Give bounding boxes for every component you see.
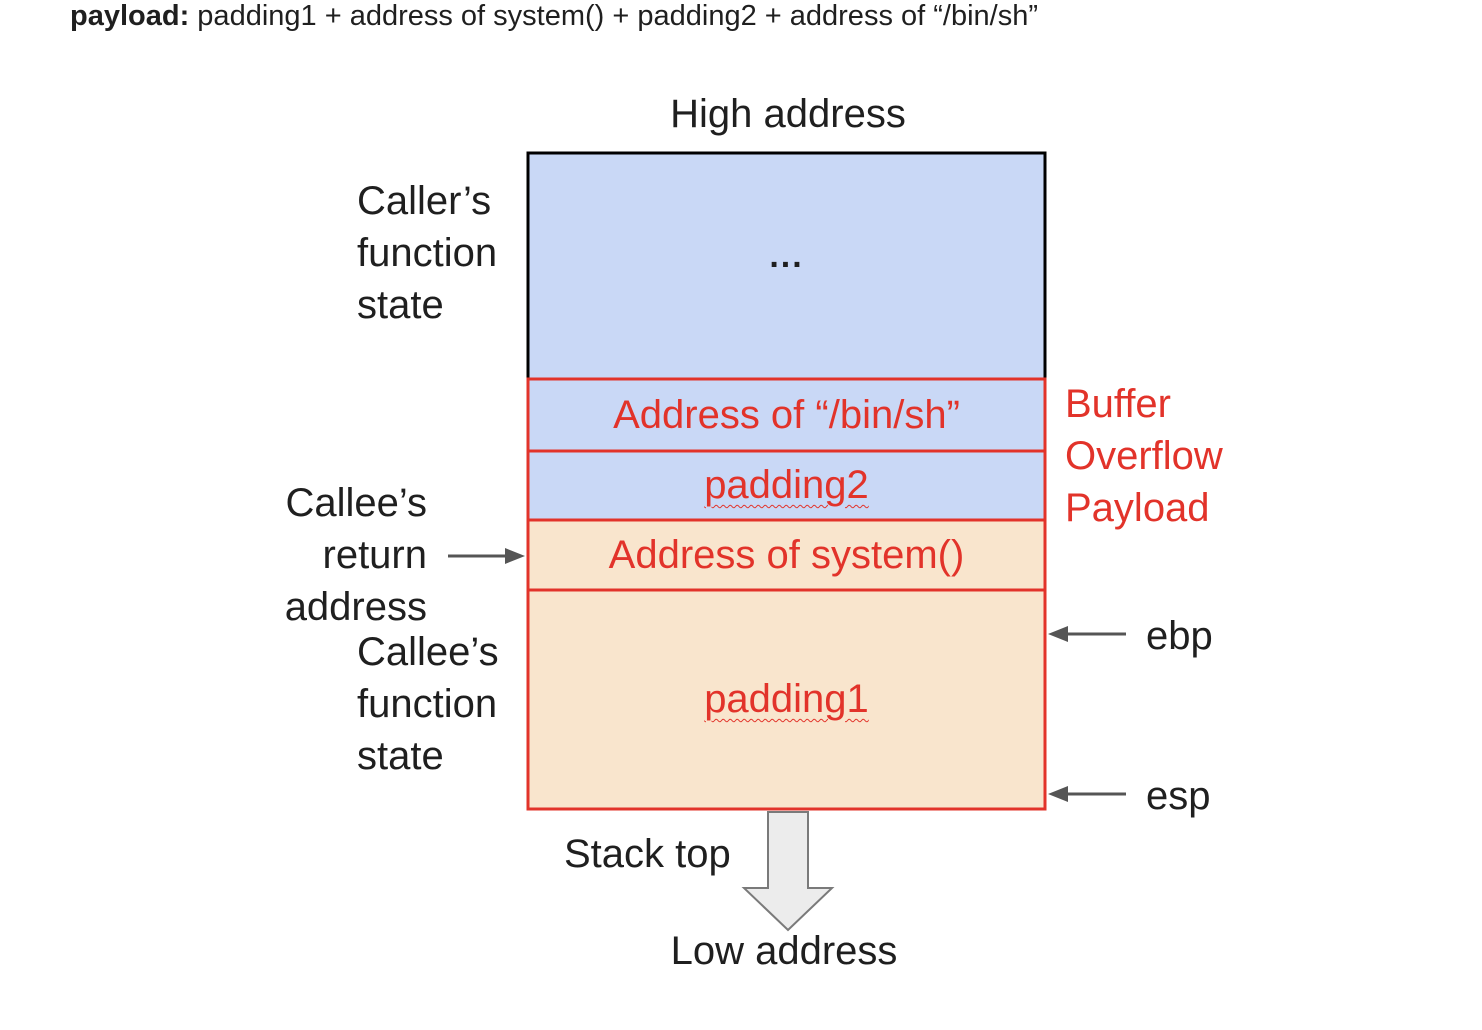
payload-label: payload: xyxy=(70,0,190,32)
low-address-label: Low address xyxy=(670,929,898,973)
ebp-arrow xyxy=(1048,626,1126,642)
payload-description: payload: padding1 + address of system() … xyxy=(70,0,1038,36)
payload-text: padding1 + address of system() + padding… xyxy=(189,0,1038,32)
buffer-overflow-payload-label: Buffer Overflow Payload xyxy=(1065,378,1223,534)
system-address-block-text: Address of system() xyxy=(528,520,1045,590)
payload-label-line-2: Overflow xyxy=(1065,434,1223,478)
return-address-label: Callee’s return address xyxy=(250,477,427,633)
callee-state-label: Callee’s function state xyxy=(357,626,499,782)
caller-state-label: Caller’s function state xyxy=(357,175,497,331)
padding2-block-text: padding2 xyxy=(528,451,1045,520)
padding1-block xyxy=(526,588,1047,811)
caller-state-line-2: function xyxy=(357,231,498,275)
callee-state-line-2: function xyxy=(357,682,498,726)
padding2-block xyxy=(526,449,1047,522)
ellipsis-text: ... xyxy=(769,236,804,275)
esp-label: esp xyxy=(1146,774,1211,818)
padding2-text: padding2 xyxy=(704,463,869,507)
callee-state-line-3: state xyxy=(357,734,444,778)
esp-arrow xyxy=(1048,786,1126,802)
return-address-arrow xyxy=(448,548,525,564)
system-address-text: Address of system() xyxy=(608,532,965,577)
binsh-address-block xyxy=(526,377,1047,453)
payload-label-line-3: Payload xyxy=(1065,486,1210,530)
return-address-line-3: address xyxy=(284,585,427,629)
stack-growth-arrow xyxy=(741,811,835,932)
ebp-label: ebp xyxy=(1146,614,1213,658)
stack-top-label: Stack top xyxy=(564,832,731,876)
high-address-label: High address xyxy=(670,92,906,136)
padding1-block-text: padding1 xyxy=(528,590,1045,809)
binsh-address-text: Address of “/bin/sh” xyxy=(613,392,960,437)
return-address-line-2: return xyxy=(322,533,428,577)
payload-label-line-1: Buffer xyxy=(1065,382,1171,426)
caller-state-line-3: state xyxy=(357,283,444,327)
callee-state-line-1: Callee’s xyxy=(357,630,499,674)
binsh-address-block-text: Address of “/bin/sh” xyxy=(528,379,1045,451)
caller-state-line-1: Caller’s xyxy=(357,179,492,223)
return-address-line-1: Callee’s xyxy=(285,481,427,525)
padding1-text: padding1 xyxy=(704,677,869,721)
caller-state-block-text: ... xyxy=(528,153,1045,379)
